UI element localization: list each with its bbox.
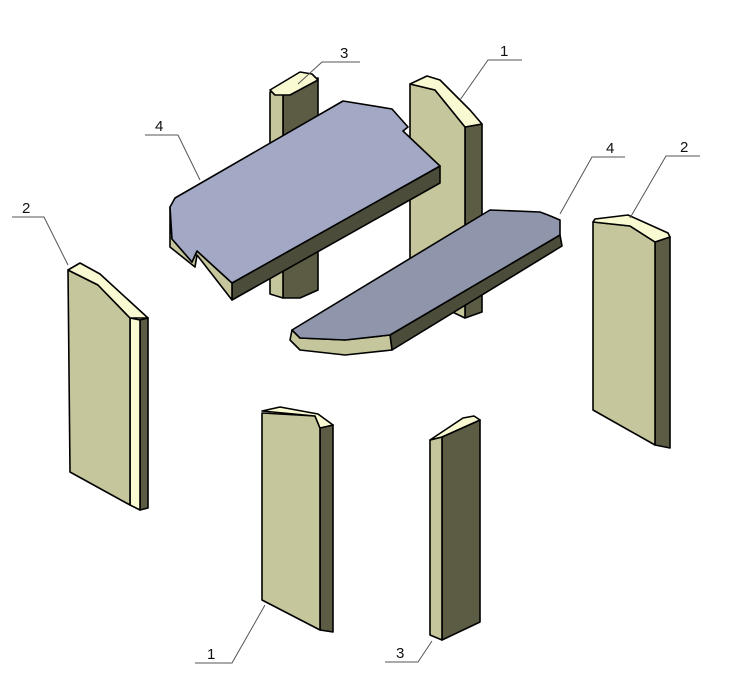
callout-lower-plate: 4 <box>559 140 625 215</box>
callout-label: 2 <box>22 200 30 217</box>
part-upper-plate[interactable] <box>169 100 441 301</box>
part-left-slab[interactable] <box>67 262 149 511</box>
callout-front-post: 3 <box>385 640 433 663</box>
callout-label: 3 <box>396 645 404 662</box>
callout-upper-plate: 4 <box>145 118 201 181</box>
callout-front-slab: 1 <box>195 604 266 664</box>
callout-left-slab: 2 <box>12 200 69 266</box>
callout-label: 1 <box>500 43 508 60</box>
callout-label: 2 <box>680 139 688 156</box>
callout-back-right-slab: 1 <box>459 43 522 101</box>
part-front-slab[interactable] <box>261 406 334 633</box>
callout-back-left-post: 3 <box>297 45 360 85</box>
callout-label: 1 <box>207 646 215 663</box>
part-front-post[interactable] <box>429 415 481 641</box>
part-lower-plate[interactable] <box>289 209 563 356</box>
callout-label: 3 <box>340 45 348 62</box>
callout-right-slab: 2 <box>629 139 700 219</box>
callout-label: 4 <box>155 118 163 135</box>
callout-label: 4 <box>606 140 614 157</box>
part-right-slab[interactable] <box>592 214 671 449</box>
